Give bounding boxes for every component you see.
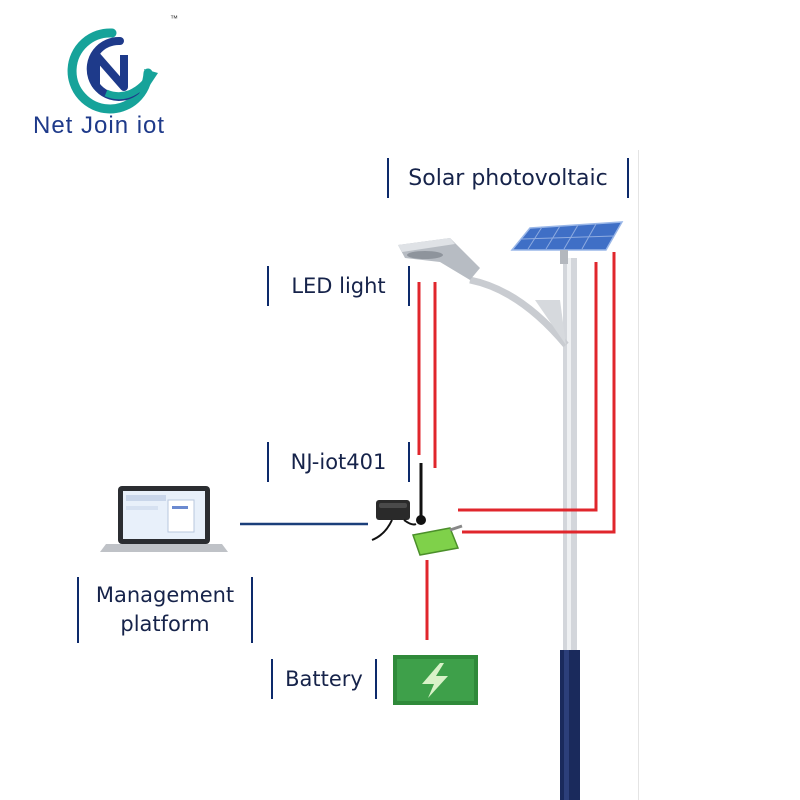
battery-label: Battery xyxy=(271,659,377,699)
led-light-label: LED light xyxy=(267,266,410,306)
battery-icon xyxy=(393,655,478,705)
controller-icon xyxy=(371,500,417,541)
management-platform-label: Management platform xyxy=(77,577,253,643)
street-lamp-icon xyxy=(398,238,480,280)
nj-iot401-label: NJ-iot401 xyxy=(267,442,410,482)
solar-photovoltaic-label: Solar photovoltaic xyxy=(387,158,629,198)
antenna-icon xyxy=(416,463,426,525)
trademark-mark: ™ xyxy=(170,14,178,23)
pole xyxy=(560,258,580,800)
power-wires xyxy=(417,252,616,640)
lamp-arm xyxy=(469,276,569,348)
divider-line xyxy=(638,150,639,800)
net-join-iot-logo xyxy=(67,28,158,114)
solar-panel-icon xyxy=(510,221,624,264)
battery-module-icon xyxy=(412,524,463,556)
laptop-icon xyxy=(100,486,228,552)
brand-name: Net Join iot xyxy=(33,112,166,139)
